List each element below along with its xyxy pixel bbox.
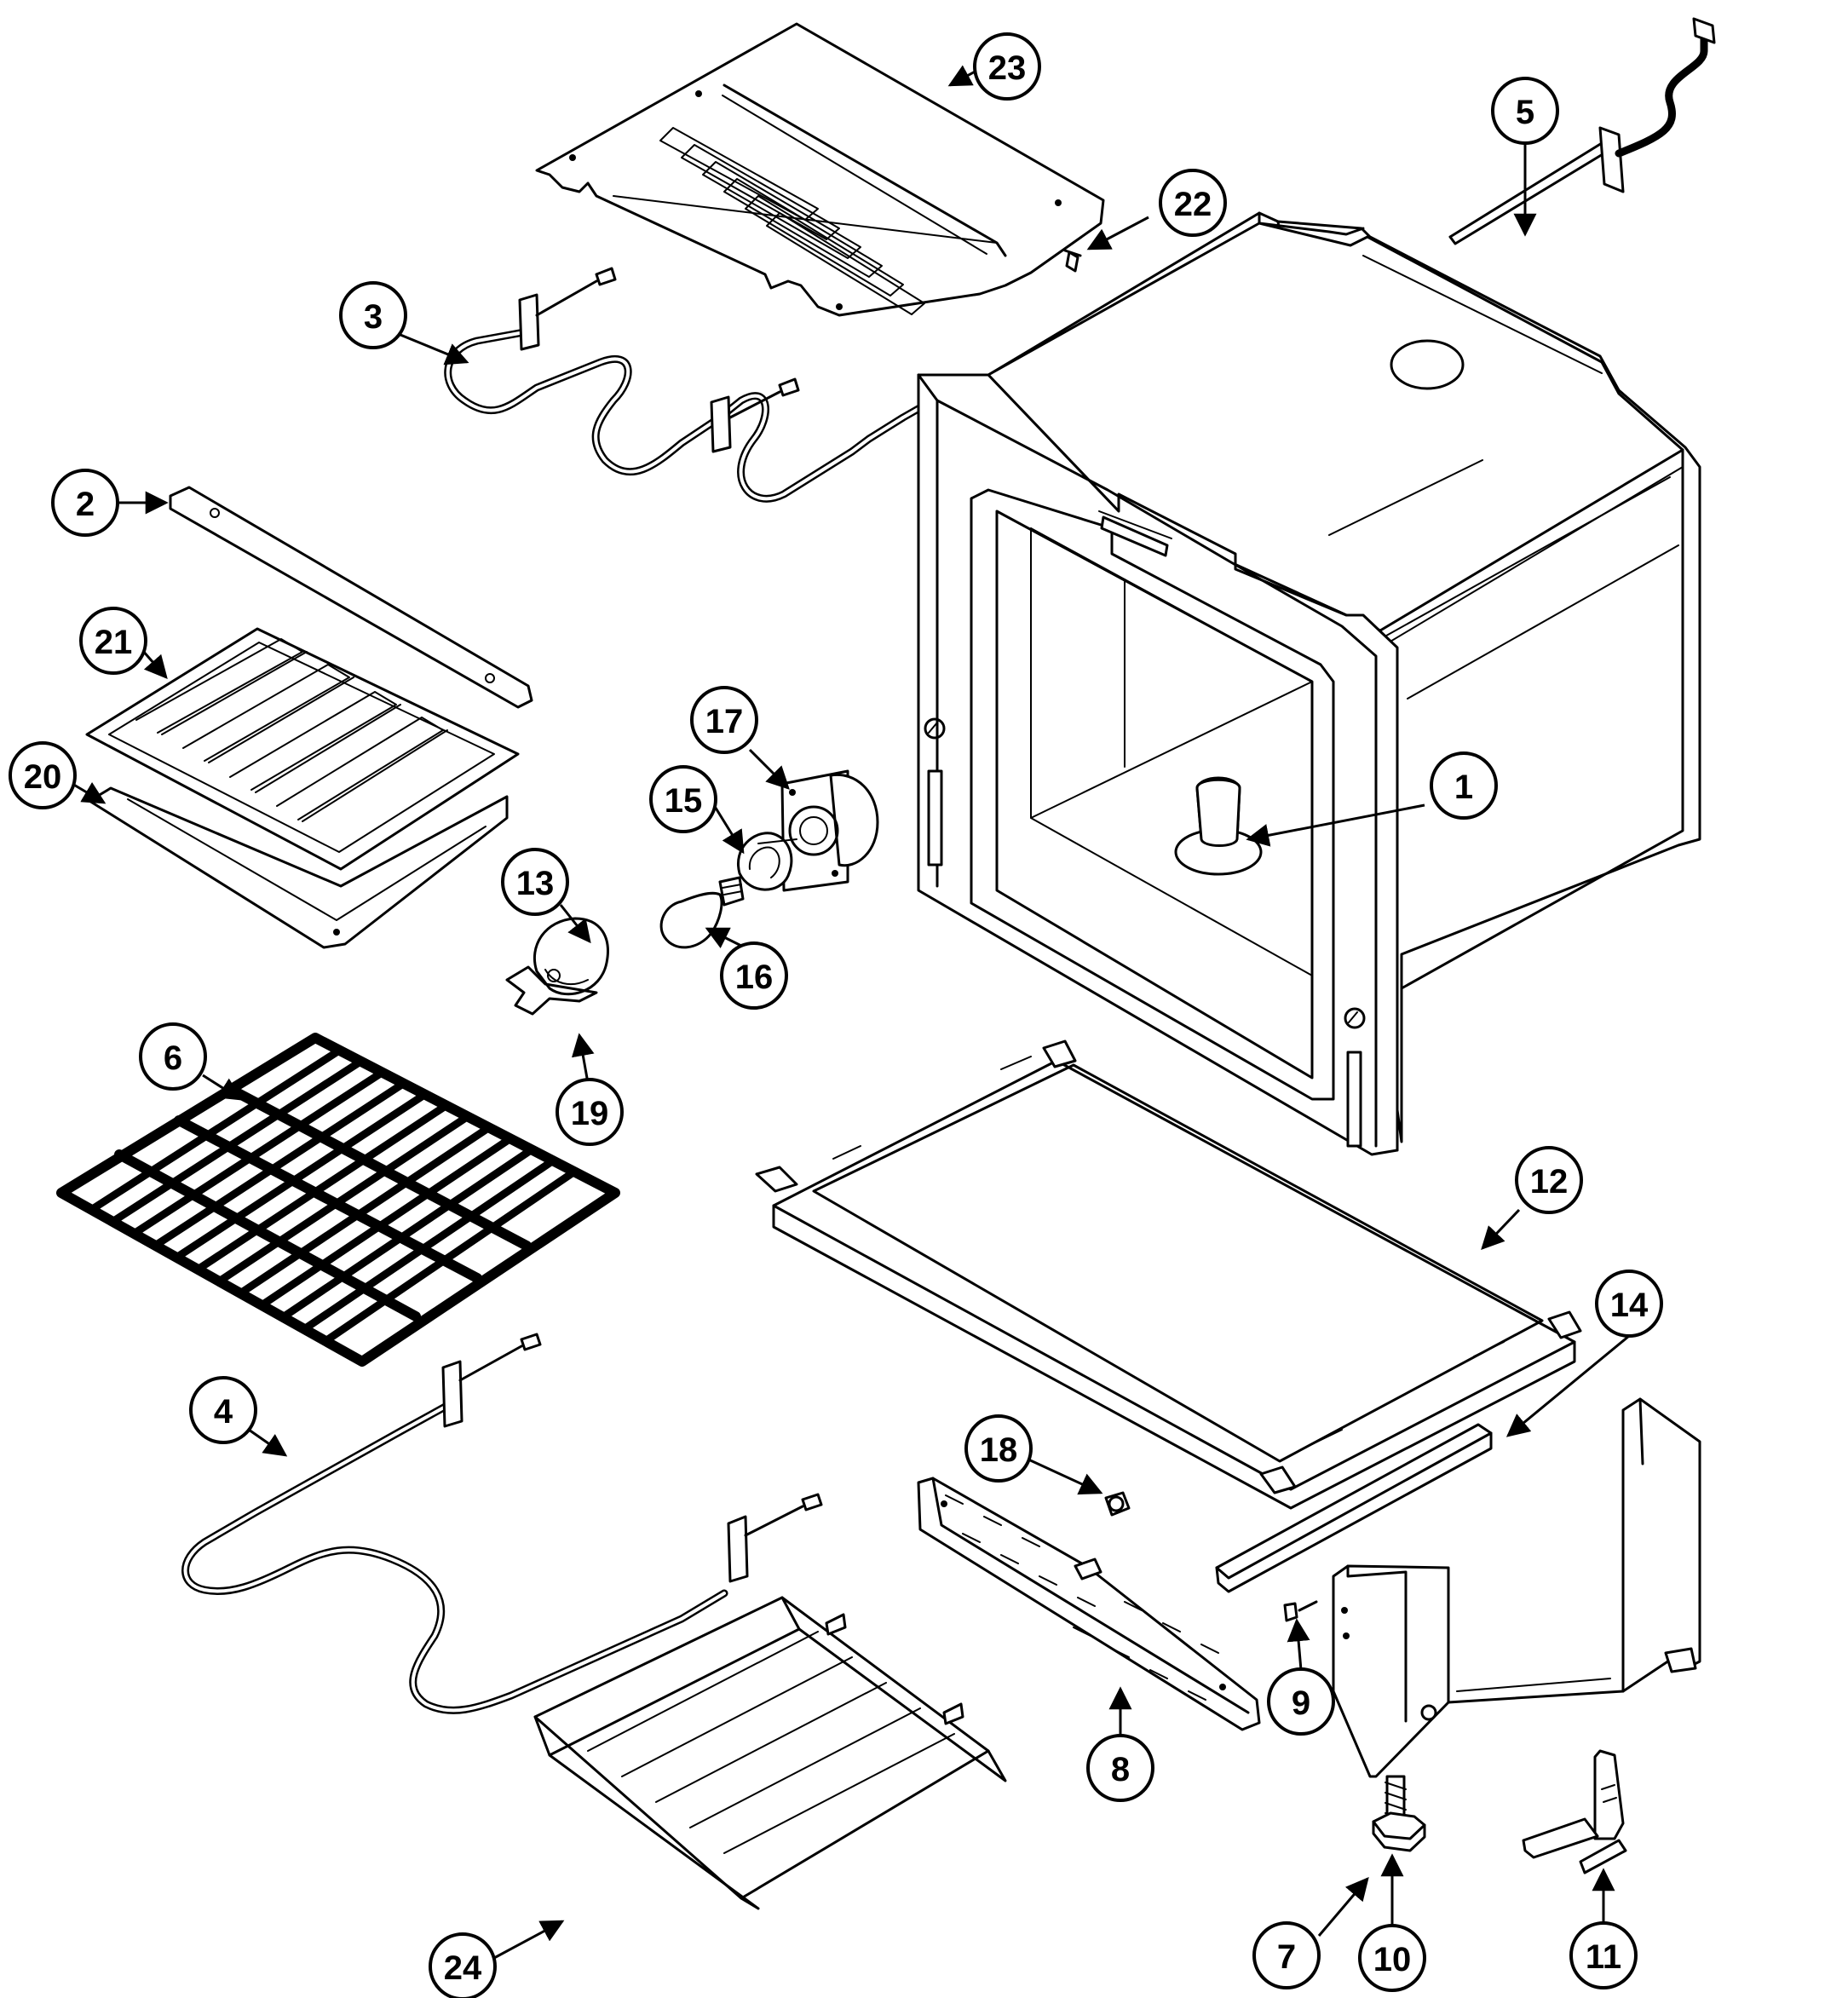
callout-23: 23 — [973, 32, 1041, 101]
svg-text:23: 23 — [988, 49, 1027, 87]
part-3-broil-element — [444, 267, 1056, 503]
svg-text:8: 8 — [1111, 1751, 1130, 1788]
part-9-screw — [1283, 1600, 1318, 1622]
callout-10: 10 — [1358, 1924, 1426, 1992]
svg-text:20: 20 — [24, 758, 62, 796]
callout-13: 13 — [501, 848, 569, 916]
callout-6: 6 — [139, 1022, 207, 1091]
part-6-oven-rack — [56, 1033, 620, 1367]
part-23-top-shield — [535, 22, 1105, 317]
part-16-light-bulb — [659, 876, 745, 949]
part-1-oven-cavity — [917, 211, 1701, 1156]
part-4-bake-element — [181, 1333, 823, 1714]
part-12-oven-bottom — [755, 1039, 1582, 1510]
callout-5: 5 — [1491, 77, 1559, 145]
svg-text:1: 1 — [1454, 769, 1473, 806]
svg-text:4: 4 — [214, 1393, 233, 1431]
svg-text:7: 7 — [1277, 1938, 1296, 1976]
callout-7: 7 — [1252, 1921, 1321, 1989]
svg-text:10: 10 — [1373, 1941, 1412, 1978]
callout-20: 20 — [9, 741, 77, 809]
callout-15: 15 — [649, 765, 717, 833]
svg-text:2: 2 — [76, 486, 95, 523]
callout-21: 21 — [79, 607, 147, 675]
svg-text:15: 15 — [665, 782, 703, 820]
svg-text:19: 19 — [571, 1095, 609, 1132]
svg-text:21: 21 — [95, 624, 133, 661]
svg-text:17: 17 — [705, 703, 744, 740]
part-5-oven-sensor — [1448, 17, 1716, 245]
callout-16: 16 — [720, 941, 788, 1010]
part-8-front-panel — [917, 1477, 1261, 1731]
part-11-anti-tip-bracket — [1522, 1749, 1627, 1874]
svg-text:22: 22 — [1174, 186, 1212, 223]
part-7-side-bracket — [1332, 1397, 1701, 1778]
svg-text:5: 5 — [1516, 94, 1534, 131]
callout-9: 9 — [1267, 1667, 1335, 1736]
part-17-light-housing — [780, 769, 879, 892]
callout-8: 8 — [1086, 1734, 1154, 1802]
part-2-strip — [169, 486, 533, 709]
callout-12: 12 — [1515, 1146, 1583, 1214]
leader-lines — [72, 65, 1630, 1960]
callout-4: 4 — [189, 1376, 257, 1444]
callout-22: 22 — [1159, 169, 1227, 237]
svg-text:16: 16 — [735, 959, 774, 996]
callout-11: 11 — [1569, 1921, 1638, 1989]
part-21-broil-pan-insert — [85, 627, 520, 871]
svg-text:6: 6 — [164, 1039, 182, 1077]
svg-text:11: 11 — [1586, 1938, 1621, 1976]
svg-text:3: 3 — [364, 298, 383, 336]
callout-17: 17 — [690, 686, 758, 754]
part-18-nut — [1104, 1491, 1131, 1517]
svg-text:18: 18 — [980, 1431, 1018, 1469]
callout-1: 1 — [1430, 751, 1498, 820]
callout-14: 14 — [1595, 1270, 1663, 1338]
svg-text:24: 24 — [444, 1949, 482, 1987]
part-15-light-socket — [737, 832, 797, 891]
part-10-leveling-leg — [1372, 1775, 1426, 1852]
part-20-broil-pan — [88, 786, 509, 949]
callout-2: 2 — [51, 469, 119, 537]
svg-text:9: 9 — [1292, 1684, 1310, 1722]
svg-text:13: 13 — [516, 865, 555, 902]
part-14-bottom-rail — [1215, 1423, 1493, 1593]
callout-3: 3 — [339, 281, 407, 349]
svg-text:12: 12 — [1530, 1163, 1569, 1201]
callout-18: 18 — [964, 1414, 1033, 1483]
part-22-screw — [1063, 249, 1082, 273]
callout-24: 24 — [429, 1932, 497, 1998]
callout-19: 19 — [556, 1078, 624, 1146]
svg-text:14: 14 — [1610, 1287, 1649, 1324]
part-19-lens-clip — [505, 965, 598, 1016]
part-24-wire-shelf — [533, 1596, 1007, 1910]
